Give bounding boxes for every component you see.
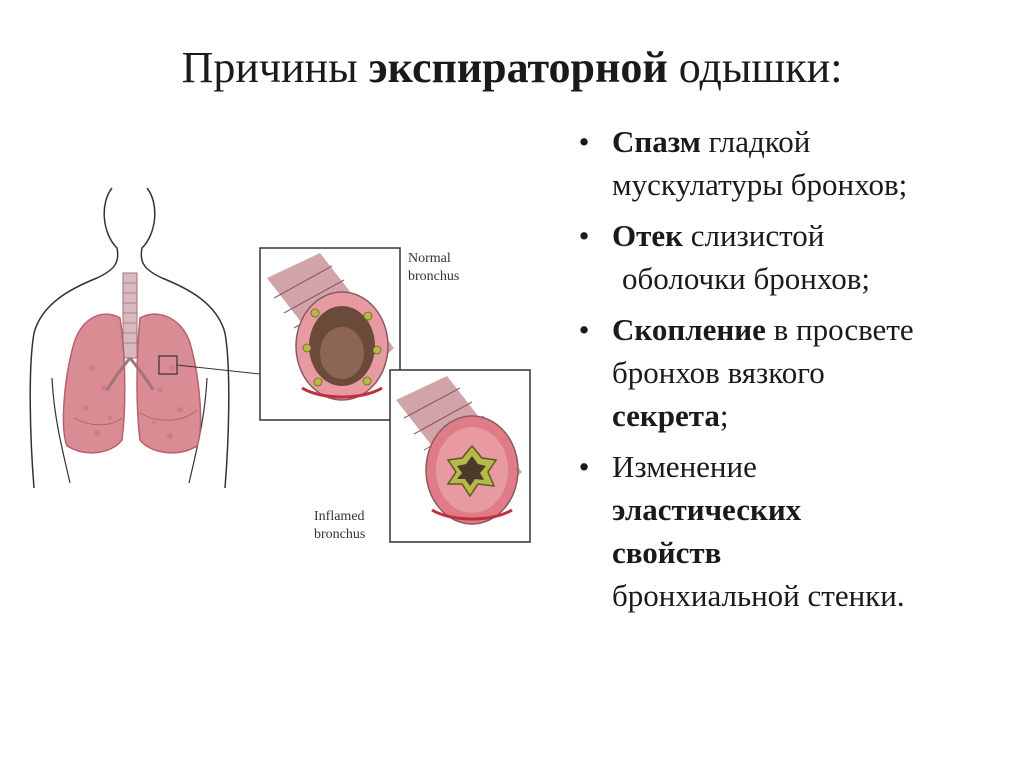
elasticity-line3-bold: свойств xyxy=(612,535,722,570)
elasticity-line4: бронхиальной стенки. xyxy=(612,578,905,613)
bullet-dot: • xyxy=(578,449,590,484)
elasticity-line2-bold: эластических xyxy=(612,492,802,527)
spasm-bold: Спазм xyxy=(612,124,701,159)
bullet-dot: • xyxy=(578,124,590,159)
trachea xyxy=(122,272,138,359)
edema-rest: слизистой xyxy=(682,218,825,253)
inflamed-label-line1: Inflamed xyxy=(314,509,365,524)
secretion-bold: Скопление xyxy=(612,312,766,347)
title-suffix: одышки: xyxy=(667,43,843,92)
inflamed-bronchus-drawing xyxy=(396,376,522,525)
edema-bold: Отек xyxy=(612,218,683,253)
normal-label-line2: bronchus xyxy=(408,269,459,284)
spasm-rest: гладкой xyxy=(700,124,811,159)
bullet-dot: • xyxy=(578,218,590,253)
bullet-dot: • xyxy=(578,312,590,347)
secretion-rest: в просвете xyxy=(765,312,914,347)
secretion-line3-rest: ; xyxy=(719,398,729,433)
secretion-line3-bold: секрета xyxy=(612,398,720,433)
list-item-secretion: • Скопление в просвете бронхов вязкого с… xyxy=(568,308,1008,437)
normal-label-line1: Normal xyxy=(408,251,451,266)
list-item-spasm: • Спазм гладкой мускулатуры бронхов; xyxy=(568,120,1008,206)
torso-outline xyxy=(29,187,119,489)
slide-title: Причины экспираторной одышки: xyxy=(0,40,1024,96)
list-item-edema: • Отек слизистой оболочки бронхов; xyxy=(568,214,1008,300)
edema-line2: оболочки бронхов; xyxy=(622,261,870,296)
bronchus-illustration: Normal bronchus Inflamed bronchus xyxy=(29,187,531,543)
right-lung xyxy=(136,313,202,454)
inflamed-label-line2: bronchus xyxy=(314,527,365,542)
torso-outline-right xyxy=(140,187,230,489)
title-bold: экспираторной xyxy=(368,43,668,92)
spasm-line2: мускулатуры бронхов; xyxy=(612,167,908,202)
normal-bronchus-drawing xyxy=(267,253,394,401)
list-item-elasticity: • Изменение эластических свойств бронхиа… xyxy=(568,445,1008,617)
title-prefix: Причины xyxy=(181,43,369,92)
left-lung xyxy=(62,313,126,454)
causes-list: • Спазм гладкой мускулатуры бронхов; • О… xyxy=(568,120,1008,625)
elasticity-line1: Изменение xyxy=(612,449,757,484)
secretion-line2: бронхов вязкого xyxy=(612,355,825,390)
